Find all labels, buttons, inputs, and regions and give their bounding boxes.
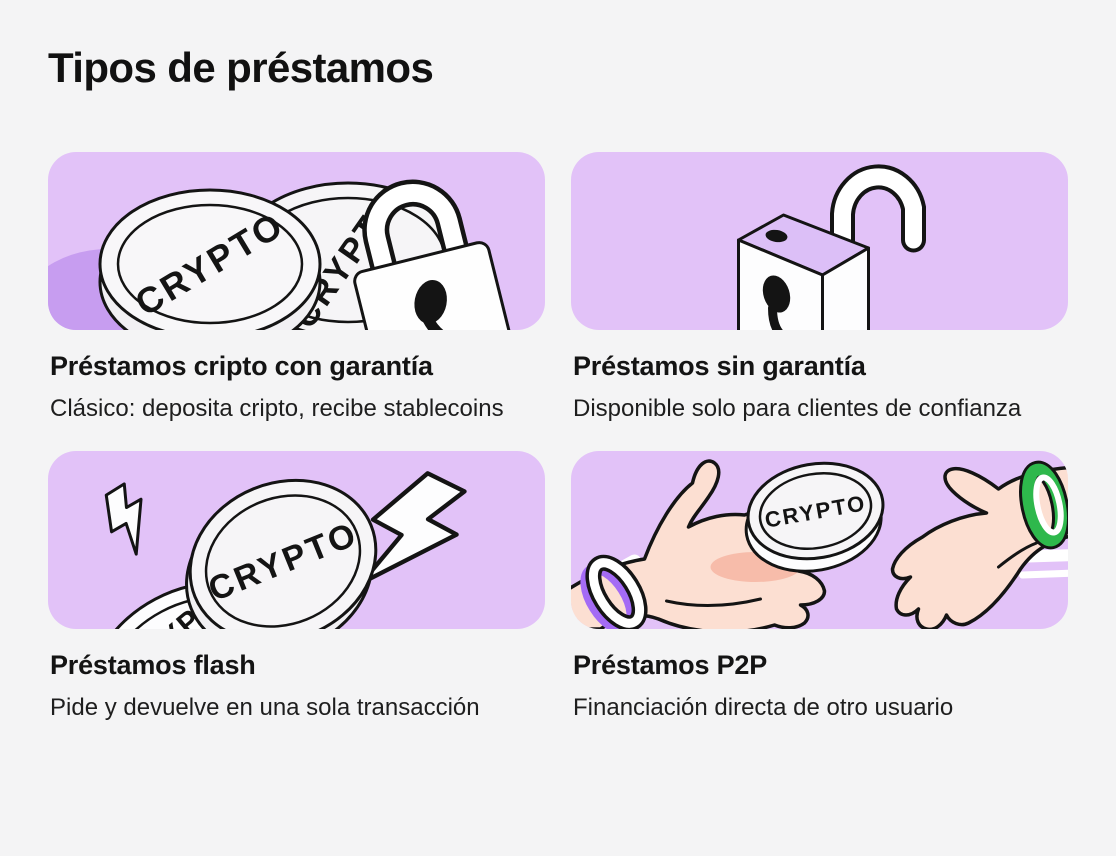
infographic-page: Tipos de préstamos CRYPTO xyxy=(48,44,1068,723)
card-p2p: CRYPTO Préstamos P2P Financiación direct… xyxy=(571,451,1068,723)
bracelet-icon xyxy=(580,554,648,629)
card-title: Préstamos sin garantía xyxy=(573,351,866,381)
page-title: Tipos de préstamos xyxy=(48,44,434,91)
receiving-hand-icon xyxy=(890,460,1068,629)
card-title: Préstamos P2P xyxy=(573,650,768,680)
card-title: Préstamos flash xyxy=(50,650,256,680)
flash-loan-illustration: CRYPTO CRYPTO xyxy=(91,471,467,629)
card-unsecured: Préstamos sin garantía Disponible solo p… xyxy=(571,152,1068,424)
lightning-bolt-icon xyxy=(104,482,143,556)
main-crypto-coin-icon: CRYPTO xyxy=(185,478,378,629)
keyhole-shape xyxy=(414,279,447,324)
card-image-unsecured xyxy=(571,152,1068,330)
front-crypto-coin-icon: CRYPTO xyxy=(98,188,322,330)
cards-grid: CRYPTO CRYPTO xyxy=(48,152,1068,723)
lightning-bolt-icon xyxy=(359,471,467,586)
card-crypto-backed: CRYPTO CRYPTO xyxy=(48,152,545,424)
locked-padlock-icon xyxy=(353,179,514,330)
card-description: Pide y devuelve en una sola transacción xyxy=(50,694,480,721)
card-image-crypto-backed: CRYPTO CRYPTO xyxy=(48,152,545,330)
card-flash: CRYPTO CRYPTO Préstamos flash Pide y dev… xyxy=(48,451,545,723)
card-title: Préstamos cripto con garantía xyxy=(50,351,433,381)
p2p-hands-illustration: CRYPTO xyxy=(571,459,1068,629)
card-description: Financiación directa de otro usuario xyxy=(573,694,954,721)
card-image-flash: CRYPTO CRYPTO xyxy=(48,451,545,629)
shackle-hole-shape xyxy=(765,229,788,243)
card-description: Clásico: deposita cripto, recibe stablec… xyxy=(50,395,504,422)
open-padlock-illustration xyxy=(737,164,926,330)
open-padlock-icon xyxy=(737,164,926,330)
keyhole-shape xyxy=(762,275,791,313)
card-image-p2p: CRYPTO xyxy=(571,451,1068,629)
card-description: Disponible solo para clientes de confian… xyxy=(573,395,1022,422)
exchanged-crypto-coin-icon: CRYPTO xyxy=(744,461,885,573)
coins-padlock-illustration: CRYPTO CRYPTO xyxy=(48,179,514,330)
bracelet-icon xyxy=(1019,460,1068,550)
